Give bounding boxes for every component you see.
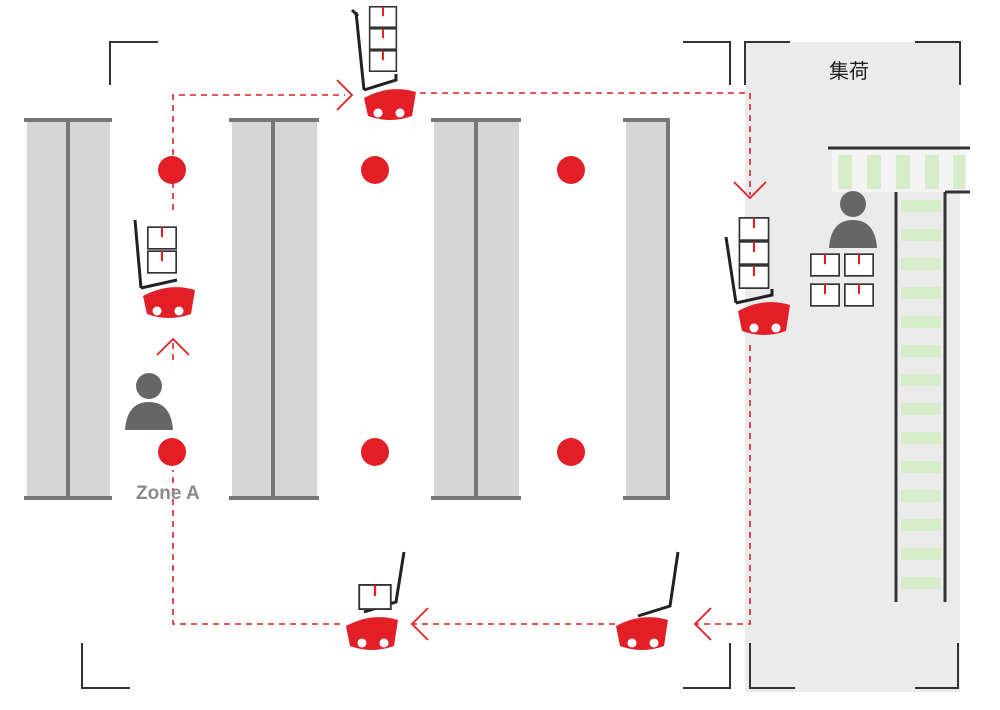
- stop-point-icon: [158, 438, 186, 466]
- route-arrow-icon: [693, 607, 712, 641]
- route-path-left: [172, 470, 340, 625]
- route-path-top: [420, 92, 751, 195]
- frame-corner-bottom-left: [81, 643, 130, 689]
- frame-corner-area-top-right: [915, 41, 961, 85]
- route-arrows: [156, 79, 767, 641]
- package-box-icon: [810, 253, 840, 277]
- frame-corners: [81, 41, 961, 689]
- conveyor-rollers: [838, 155, 965, 589]
- shipping-area: [745, 42, 960, 692]
- frame-corner-top-right: [683, 41, 731, 85]
- route-arrow-icon: [336, 79, 354, 111]
- shelf-2: [229, 118, 319, 500]
- stop-points: [158, 156, 585, 466]
- delivery-robot-icon: [346, 551, 406, 650]
- route-path-right: [695, 345, 751, 625]
- frame-corner-area-top-left: [744, 41, 790, 85]
- package-box-icon: [844, 253, 874, 277]
- worker-icon: [829, 191, 877, 248]
- stop-point-icon: [557, 438, 585, 466]
- shelf-1: [24, 118, 112, 500]
- package-box-icon: [844, 283, 874, 307]
- worker-icon: [125, 373, 173, 430]
- zone-label: Zone A: [136, 483, 200, 504]
- stop-point-icon: [361, 156, 389, 184]
- frame-corner-area-bottom-left: [749, 643, 795, 689]
- delivery-robot-icon: [133, 219, 195, 318]
- robot-route: [172, 92, 751, 625]
- frame-corner-bottom-right: [683, 643, 731, 689]
- frame-corner-area-bottom-right: [915, 643, 959, 689]
- shipping-area-label: 集荷: [829, 59, 869, 83]
- delivery-robot-icon: [350, 6, 416, 120]
- route-arrow-icon: [410, 607, 429, 641]
- route-arrow-icon: [156, 337, 190, 356]
- route-arrow-icon: [733, 181, 767, 200]
- stop-point-icon: [557, 156, 585, 184]
- stop-point-icon: [361, 438, 389, 466]
- frame-corner-top-left: [109, 41, 158, 85]
- stop-point-icon: [158, 156, 186, 184]
- delivery-robot-icon: [724, 217, 790, 335]
- package-box-icon: [810, 283, 840, 307]
- shelf-3: [431, 118, 521, 500]
- conveyor: [828, 146, 970, 602]
- delivery-robot-icon: [616, 551, 680, 650]
- shelf-4: [623, 118, 670, 500]
